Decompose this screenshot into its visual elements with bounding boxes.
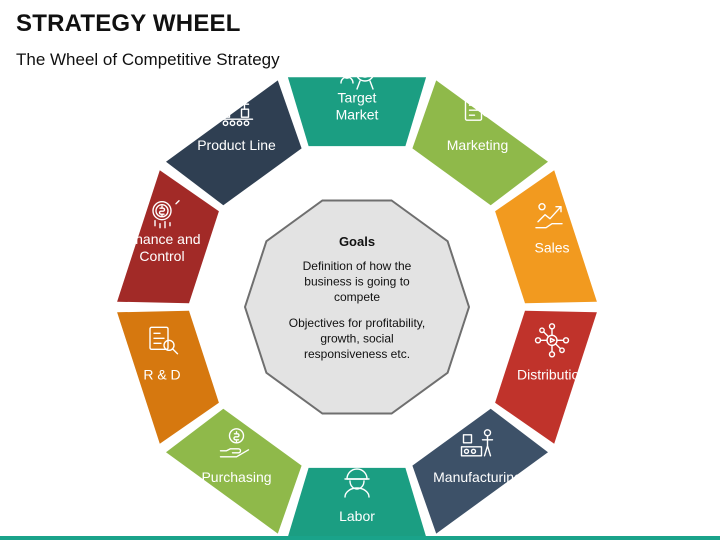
- goals-center: [243, 199, 471, 415]
- segment-label: Sales: [534, 240, 569, 256]
- segment-label: Target: [338, 90, 377, 106]
- sales-growth-icon: [535, 202, 563, 229]
- wheel-segment-distribution: Distribution: [495, 310, 597, 444]
- manufacturing-factory-icon: [460, 429, 494, 457]
- segment-label: R & D: [143, 366, 180, 382]
- segment-shape: [287, 467, 427, 537]
- segment-shape: [117, 310, 219, 444]
- goals-objectives-line: Objectives for profitability,: [289, 316, 426, 330]
- research-document-icon: [149, 326, 179, 355]
- wheel-segment-product-line: Product Line: [166, 80, 302, 206]
- goals-definition-line: compete: [334, 290, 380, 304]
- page-title: STRATEGY WHEEL: [16, 10, 241, 37]
- goals-definition-line: Definition of how the: [303, 259, 412, 273]
- segment-label: Market: [336, 107, 379, 123]
- segment-label: Marketing: [447, 137, 508, 153]
- segment-shape: [117, 170, 219, 304]
- distribution-network-icon: [534, 323, 570, 358]
- segment-label: Purchasing: [201, 469, 271, 485]
- segment-shape: [287, 77, 427, 147]
- goals-definition-line: business is going to: [304, 275, 410, 289]
- wheel-segment-marketing: Marketing: [412, 80, 548, 206]
- finance-dollar-icon: [144, 199, 180, 229]
- wheel-segment-purchasing: Purchasing: [166, 408, 302, 534]
- segment-label: Distribution: [517, 366, 587, 382]
- worker-helmet-icon: [344, 468, 370, 498]
- page-subtitle: The Wheel of Competitive Strategy: [16, 50, 280, 69]
- segment-label: Manufacturing: [433, 469, 522, 485]
- segment-shape: [166, 80, 302, 206]
- segment-shape: [412, 408, 548, 534]
- marketing-clipboard-icon: [464, 97, 494, 121]
- segment-label: Control: [139, 248, 184, 264]
- segment-shape: [412, 80, 548, 206]
- goals-heading: Goals: [339, 234, 375, 249]
- segment-label: Labor: [339, 508, 375, 524]
- segment-shape: [166, 408, 302, 534]
- segment-label: Product Line: [197, 137, 276, 153]
- segment-shape: [495, 170, 597, 304]
- wheel-segment-labor: Labor: [287, 467, 427, 537]
- goals-objectives-line: growth, social: [320, 332, 393, 346]
- product-line-icon: [219, 99, 254, 127]
- accent-bar: [0, 536, 720, 540]
- wheel-segment-sales: Sales: [495, 170, 597, 304]
- segment-shape: [495, 310, 597, 444]
- purchasing-money-icon: [219, 428, 250, 458]
- segment-label: Finance and: [123, 231, 200, 247]
- goals-objectives-line: responsiveness etc.: [304, 347, 410, 361]
- wheel-segment-manufacturing: Manufacturing: [412, 408, 548, 534]
- target-audience-icon: [340, 58, 375, 90]
- wheel-segment-r-d: R & D: [117, 310, 219, 444]
